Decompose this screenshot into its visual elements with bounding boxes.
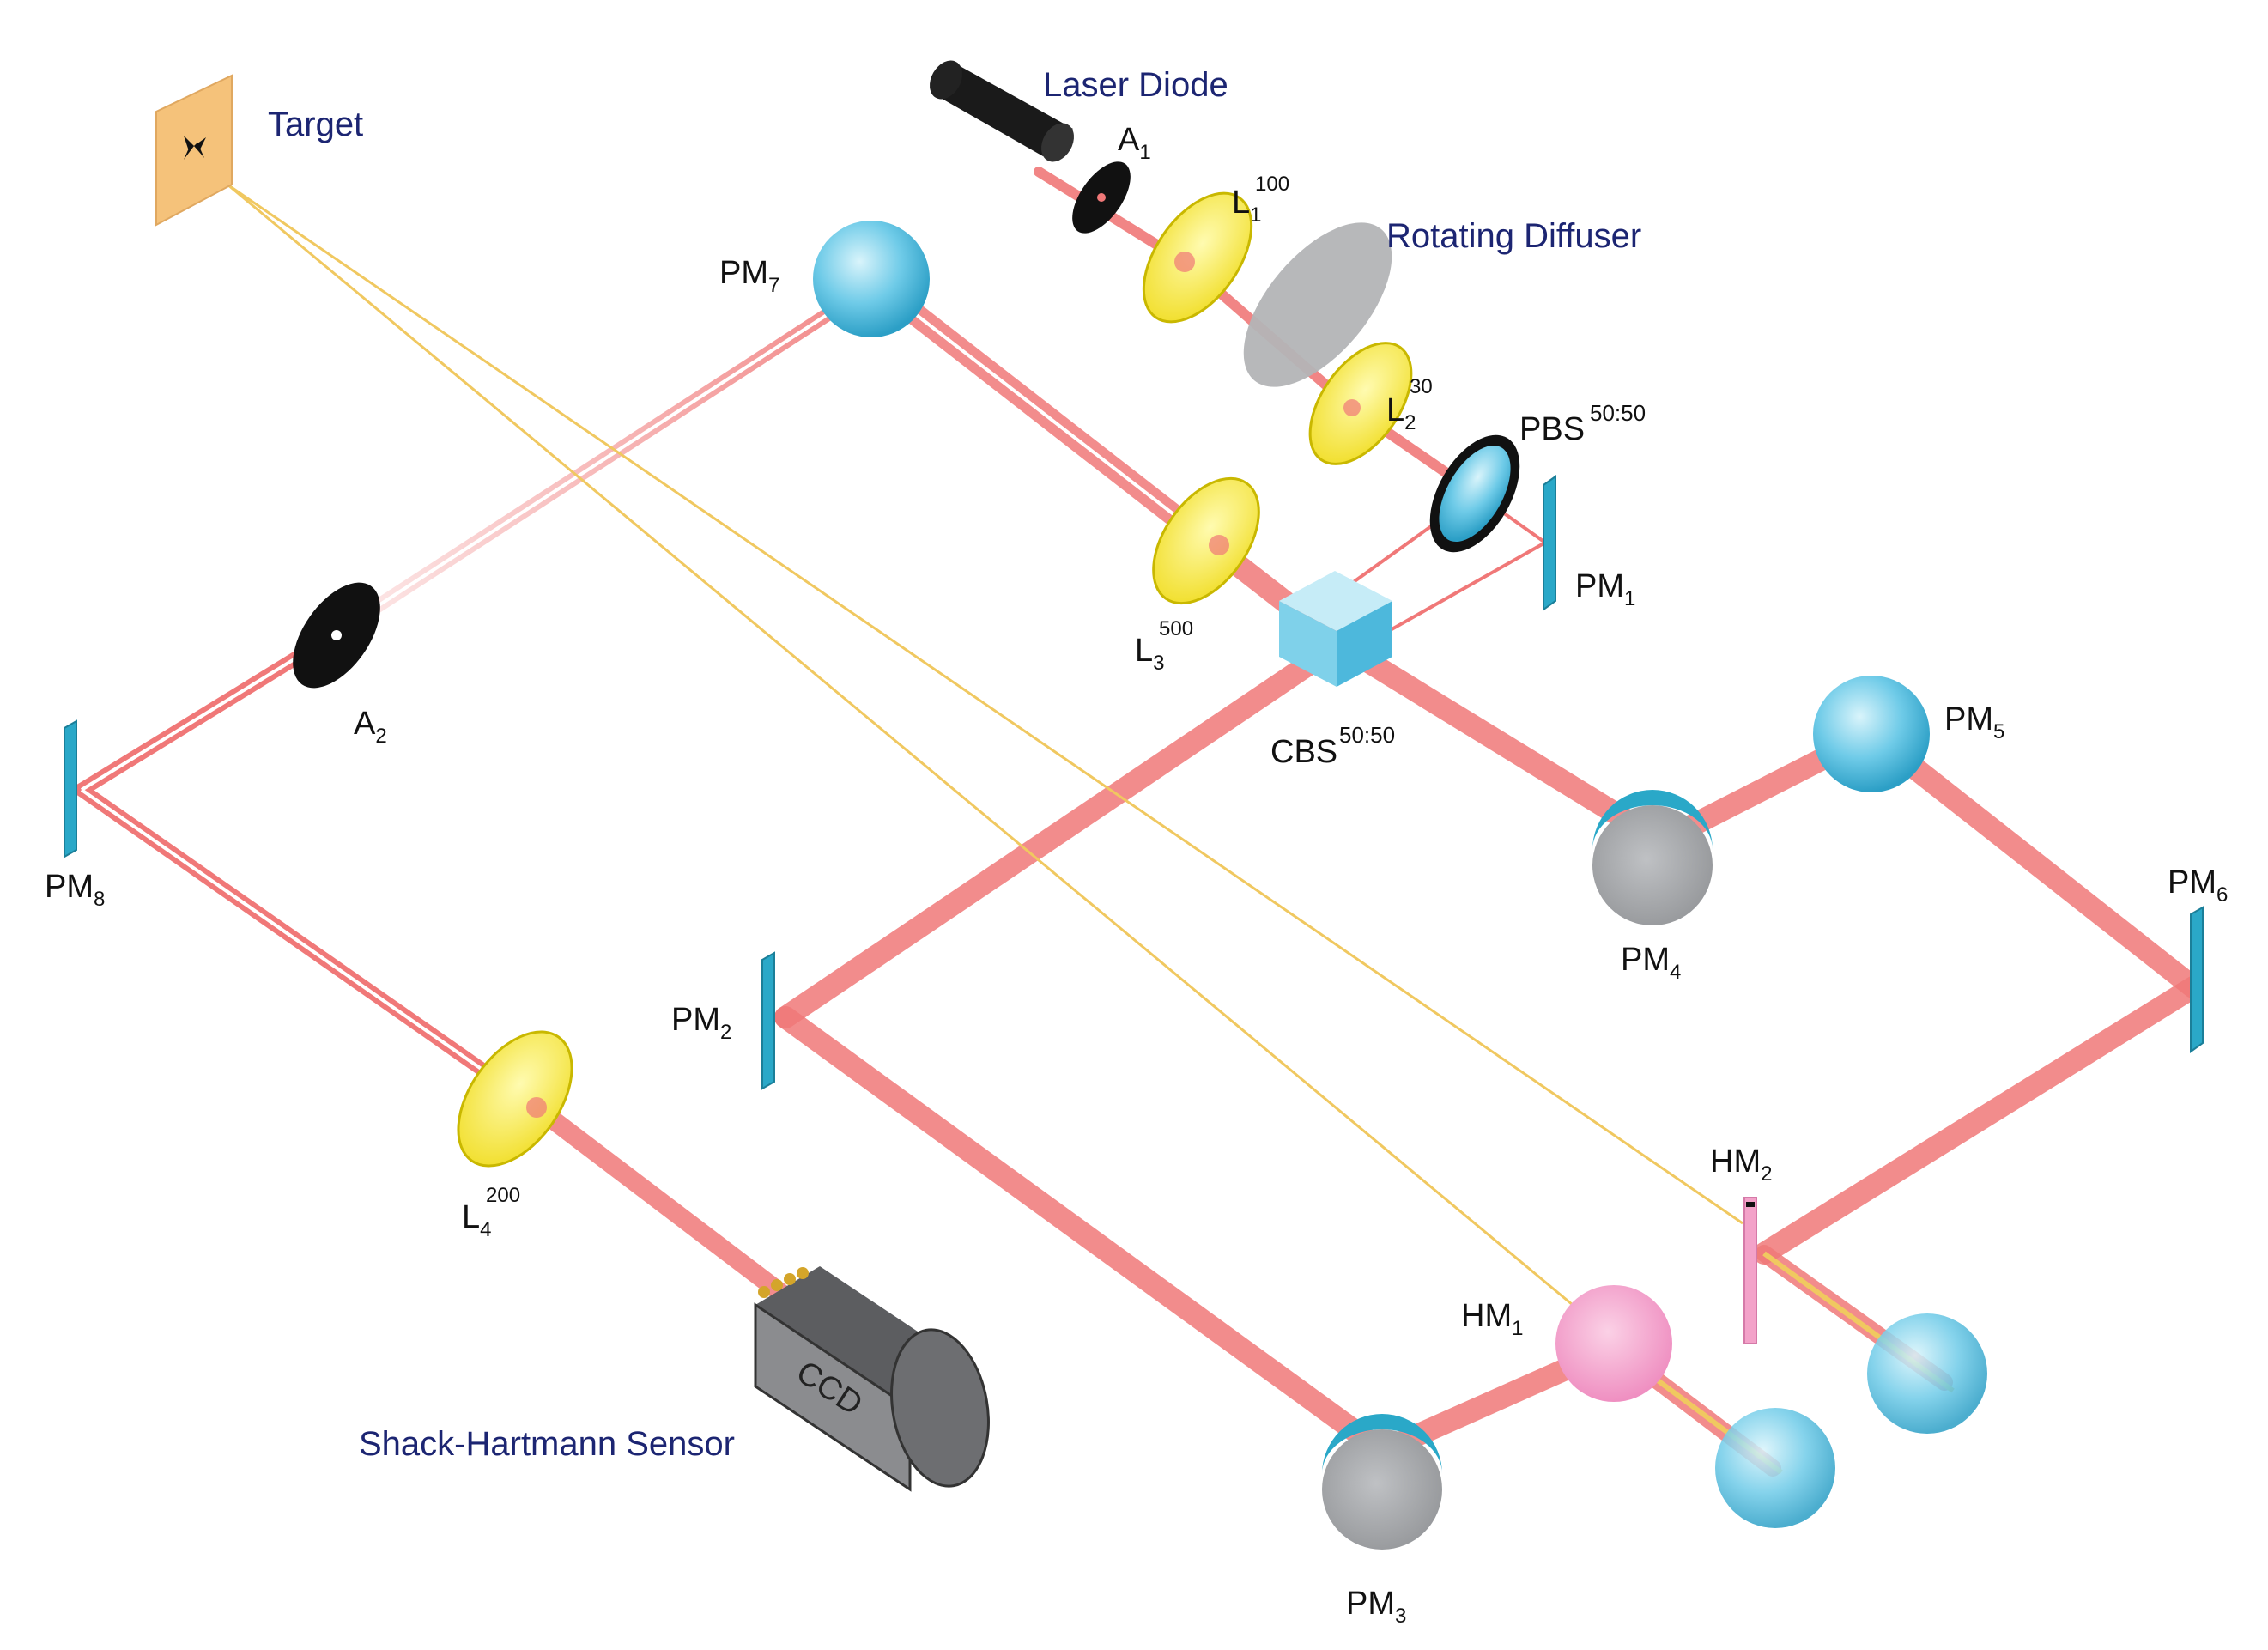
mirror-pm1 bbox=[1543, 475, 1556, 611]
half-mirror-hm1 bbox=[1555, 1285, 1672, 1402]
label-l4: L4 bbox=[462, 1199, 492, 1241]
mirror-pm8 bbox=[64, 719, 77, 858]
beam-cbs-pm4 bbox=[1328, 633, 1672, 852]
lens-l3 bbox=[1152, 476, 1260, 605]
label-pm3: PM3 bbox=[1346, 1586, 1406, 1628]
beam-pm2-pm3 bbox=[774, 1006, 1393, 1462]
label-pm1: PM1 bbox=[1575, 568, 1635, 610]
laser-diode bbox=[930, 60, 1074, 162]
beams bbox=[75, 167, 2204, 1477]
label-cbs: CBS bbox=[1270, 734, 1337, 770]
mirror-pm6 bbox=[2190, 906, 2204, 1053]
label-a2: A2 bbox=[354, 706, 387, 748]
beam-l4-ccd bbox=[527, 1098, 795, 1306]
label-hm2: HM2 bbox=[1710, 1143, 1772, 1186]
label-hm1: HM1 bbox=[1461, 1298, 1523, 1340]
label-pm6: PM6 bbox=[2168, 864, 2228, 907]
rotating-diffuser bbox=[1243, 222, 1392, 387]
label-l1-sup: 100 bbox=[1255, 173, 1289, 196]
cbs-cube bbox=[1279, 571, 1392, 687]
label-pbs: PBS bbox=[1519, 411, 1585, 447]
beam-pm5-pm6 bbox=[1860, 723, 2204, 998]
half-mirror-hm2 bbox=[1743, 1197, 1757, 1344]
target-cross-icon bbox=[184, 136, 206, 160]
label-a1: A1 bbox=[1118, 122, 1151, 164]
beam-pm6-hm2 bbox=[1753, 976, 2204, 1265]
label-pm7: PM7 bbox=[719, 255, 779, 297]
label-l3-sup: 500 bbox=[1159, 617, 1193, 640]
label-cbs-sup: 50:50 bbox=[1339, 722, 1395, 748]
ccd-camera bbox=[754, 1266, 990, 1492]
label-pm4: PM4 bbox=[1621, 942, 1681, 984]
rotating-diffuser-label: Rotating Diffuser bbox=[1386, 217, 1641, 255]
mirror-pm3 bbox=[1322, 1414, 1442, 1550]
label-pbs-sup: 50:50 bbox=[1590, 400, 1646, 426]
label-l3: L3 bbox=[1135, 633, 1165, 675]
mirror-pm2 bbox=[761, 951, 775, 1090]
lens-l1 bbox=[1142, 191, 1253, 324]
lens-l2 bbox=[1308, 342, 1413, 465]
fixation-line-2 bbox=[227, 183, 1743, 1225]
target-label: Target bbox=[268, 106, 363, 143]
laser-diode-label: Laser Diode bbox=[1043, 66, 1228, 104]
lens-l4 bbox=[457, 1030, 573, 1168]
mirror-pm4 bbox=[1592, 790, 1713, 925]
label-pm2: PM2 bbox=[671, 1002, 731, 1044]
label-l4-sup: 200 bbox=[486, 1184, 520, 1207]
label-pm8: PM8 bbox=[45, 869, 105, 911]
label-l2-sup: 30 bbox=[1410, 375, 1433, 398]
label-pm5: PM5 bbox=[1944, 701, 2004, 743]
target bbox=[155, 74, 233, 227]
eye-1 bbox=[1715, 1408, 1835, 1528]
shack-hartmann-label: Shack-Hartmann Sensor bbox=[359, 1425, 735, 1463]
mirror-pm5 bbox=[1813, 676, 1930, 792]
mirror-pm7 bbox=[813, 221, 930, 337]
aperture-a1 bbox=[1072, 161, 1131, 234]
beam-pm1-cbs bbox=[1373, 541, 1546, 641]
eye-2 bbox=[1867, 1313, 1987, 1434]
label-l1: L1 bbox=[1232, 185, 1262, 227]
aperture-a2 bbox=[293, 582, 380, 689]
fixation-line-1 bbox=[227, 183, 1615, 1341]
label-l2: L2 bbox=[1386, 392, 1416, 434]
pbs-beamsplitter bbox=[1429, 434, 1520, 553]
beam-cbs-pm2 bbox=[774, 633, 1350, 1028]
